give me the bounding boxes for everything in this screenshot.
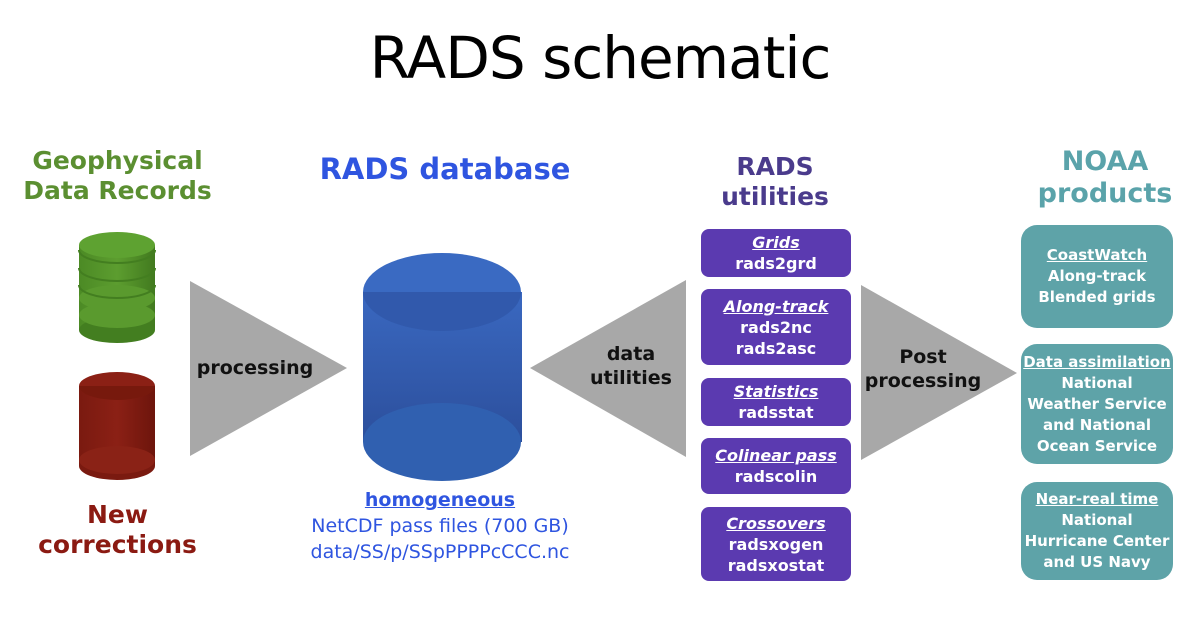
product-heading: CoastWatch: [1046, 246, 1148, 264]
utility-box-grids[interactable]: Grids rads2grd: [701, 229, 851, 277]
products-heading-line2: products: [1037, 178, 1173, 210]
product-box-data-assimilation[interactable]: Data assimilation National Weather Servi…: [1021, 344, 1173, 464]
utility-heading: Crossovers: [726, 513, 826, 533]
products-heading: NOAA products: [1010, 146, 1200, 211]
utility-heading: Colinear pass: [715, 446, 837, 465]
data-utilities-arrow: [530, 280, 686, 457]
page-title: RADS schematic: [369, 24, 832, 92]
database-heading: RADS database: [300, 152, 590, 187]
database-files-text: NetCDF pass files (700 GB): [311, 515, 569, 537]
rads-database-cylinder-icon: [363, 253, 522, 481]
utility-box-colinear-pass[interactable]: Colinear pass radscolin: [701, 438, 851, 494]
gdr-heading-line2: Data Records: [23, 176, 212, 205]
utility-command: radsstat: [738, 403, 814, 422]
utilities-heading-line2: utilities: [721, 182, 829, 211]
product-line: Weather Service: [1027, 394, 1167, 413]
utilities-heading: RADS utilities: [690, 152, 860, 212]
post-processing-arrow: [861, 285, 1017, 460]
processing-label: processing: [196, 357, 314, 379]
utility-heading: Statistics: [733, 382, 819, 401]
gdr-cylinder-icon: [78, 232, 156, 343]
post-processing-label: Post processing: [858, 346, 988, 394]
gdr-heading: Geophysical Data Records: [10, 146, 225, 206]
utility-command: rads2nc: [740, 317, 812, 337]
utility-box-along-track[interactable]: Along-track rads2nc rads2asc: [701, 289, 851, 365]
processing-arrow: [190, 281, 347, 456]
product-box-coastwatch[interactable]: CoastWatch Along-track Blended grids: [1021, 225, 1173, 328]
gdr-heading-line1: Geophysical: [32, 146, 203, 175]
post-processing-label-line2: processing: [864, 369, 982, 392]
product-heading: Near-real time: [1035, 490, 1159, 508]
corrections-heading-line2: corrections: [38, 530, 197, 559]
corrections-cylinder-icon: [79, 372, 155, 480]
database-heading-rads: RADS: [319, 152, 410, 186]
products-heading-line1: NOAA: [1061, 146, 1149, 177]
utilities-heading-line1: RADS: [736, 152, 814, 181]
utility-command: rads2grd: [735, 254, 817, 273]
product-box-near-real-time[interactable]: Near-real time National Hurricane Center…: [1021, 482, 1173, 580]
database-description: homogeneous NetCDF pass files (700 GB) d…: [270, 487, 610, 565]
product-line: Blended grids: [1038, 288, 1156, 306]
product-heading: Data assimilation: [1023, 352, 1171, 371]
database-heading-rest: database: [419, 152, 571, 186]
post-processing-label-line1: Post: [899, 346, 947, 368]
product-line: National: [1061, 373, 1133, 392]
corrections-heading: New corrections: [15, 500, 220, 560]
data-utilities-label-line2: utilities: [590, 366, 672, 389]
product-line: Ocean Service: [1036, 436, 1158, 455]
utility-command: radsxogen: [728, 534, 824, 554]
utility-command: rads2asc: [735, 338, 817, 358]
utility-command: radsxostat: [727, 555, 825, 575]
product-line: and US Navy: [1043, 553, 1151, 571]
product-line: Along-track: [1047, 267, 1147, 285]
utility-box-crossovers[interactable]: Crossovers radsxogen radsxostat: [701, 507, 851, 581]
database-path-text: data/SS/p/SSpPPPPcCCC.nc: [310, 541, 570, 563]
data-utilities-label: data utilities: [576, 343, 686, 391]
utility-command: radscolin: [734, 467, 818, 486]
utility-heading: Grids: [752, 233, 800, 252]
corrections-heading-line1: New: [87, 500, 148, 529]
homogeneous-link[interactable]: homogeneous: [364, 489, 516, 511]
utility-heading: Along-track: [723, 296, 829, 316]
product-line: National: [1061, 511, 1133, 529]
utility-box-statistics[interactable]: Statistics radsstat: [701, 378, 851, 426]
data-utilities-label-line1: data: [606, 343, 656, 365]
product-line: Hurricane Center: [1024, 532, 1170, 550]
product-line: and National: [1043, 415, 1151, 434]
